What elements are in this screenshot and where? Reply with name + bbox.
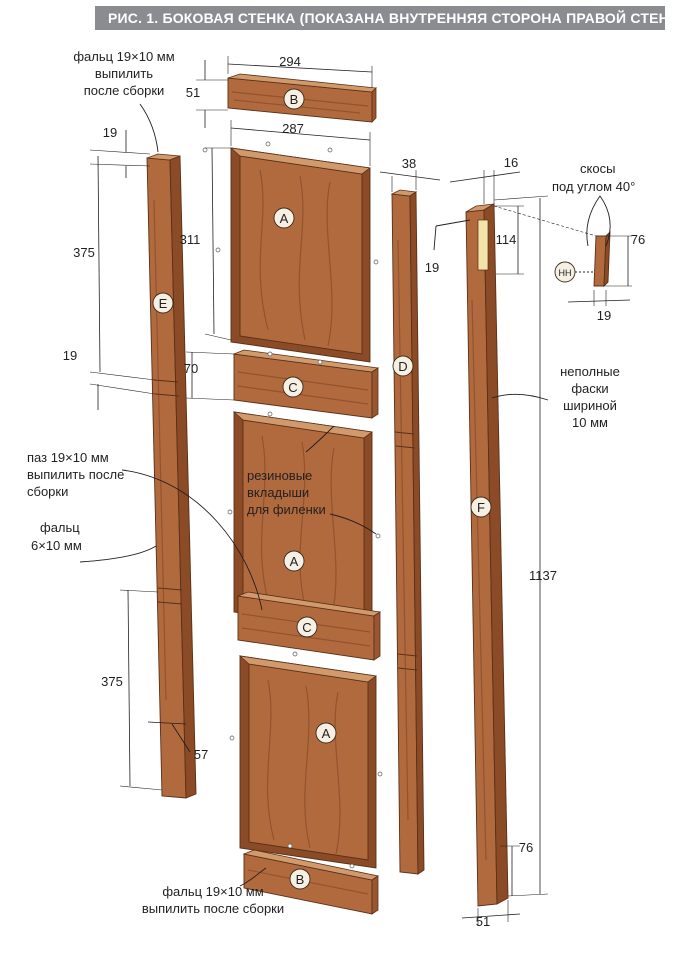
note-chamfer-4: 10 мм <box>572 415 608 430</box>
stile-e <box>146 153 197 799</box>
dim-51-f: 51 <box>476 914 490 929</box>
note-chamfer-3: шириной <box>563 398 617 413</box>
title-bar <box>95 6 665 30</box>
screws <box>202 141 383 869</box>
note-bevels-1: скосы <box>580 161 615 176</box>
dim-76-detail: 76 <box>631 232 645 247</box>
label-hh: HH <box>559 268 572 278</box>
part-letters: B A C A C A B E D F HH <box>159 92 572 887</box>
dimension-values: 294 51 287 311 19 375 19 70 375 57 38 16… <box>63 54 645 929</box>
note-rubber-2: вкладыши <box>247 485 309 500</box>
note-groove-1: паз 19×10 мм <box>27 450 109 465</box>
note-rubber-3: для филенки <box>247 502 326 517</box>
label-e: E <box>159 296 168 311</box>
dim-311: 311 <box>180 232 201 247</box>
note-groove-3: сборки <box>27 484 68 499</box>
dim-16: 16 <box>504 155 518 170</box>
annotations: фальц 19×10 мм выпилить после сборки паз… <box>27 49 635 916</box>
figure-title: РИС. 1. БОКОВАЯ СТЕНКА (ПОКАЗАНА ВНУТРЕН… <box>108 10 673 26</box>
label-b-top: B <box>290 92 299 107</box>
note-groove-2: выпилить после <box>27 467 124 482</box>
dim-375-lower: 375 <box>101 674 123 689</box>
note-rebate-bot-1: фальц 19×10 мм <box>162 884 263 899</box>
detail-hh <box>493 205 611 288</box>
note-rubber-1: резиновые <box>247 468 312 483</box>
dim-19-mid: 19 <box>63 348 77 363</box>
dim-38: 38 <box>402 156 416 171</box>
note-rebate-bot-2: выпилить после сборки <box>142 901 284 916</box>
dim-57: 57 <box>194 747 208 762</box>
dim-19-detail: 19 <box>597 308 611 323</box>
annotation-leaders <box>79 103 611 887</box>
note-chamfer-2: фаски <box>571 381 608 396</box>
note-rebate-top-3: после сборки <box>84 83 165 98</box>
dim-287: 287 <box>282 121 304 136</box>
note-rebate-top-1: фальц 19×10 мм <box>73 49 174 64</box>
note-rebate-top-2: выпилить <box>95 66 153 81</box>
dim-76-foot: 76 <box>519 840 533 855</box>
part-callouts <box>152 88 492 890</box>
label-a-bottom: A <box>322 726 331 741</box>
label-c-lower: C <box>302 620 311 635</box>
panel-a-middle <box>232 411 374 633</box>
dim-375-upper: 375 <box>73 245 95 260</box>
label-f: F <box>477 500 485 515</box>
dim-1137: 1137 <box>529 568 557 583</box>
dim-294: 294 <box>279 54 301 69</box>
label-a-top: A <box>280 211 289 226</box>
leg-f <box>465 203 509 907</box>
note-rebate-mid-1: фальц <box>40 520 80 535</box>
note-chamfer-1: неполные <box>560 364 620 379</box>
stile-d <box>390 189 425 875</box>
label-d: D <box>398 359 407 374</box>
note-rebate-mid-2: 6×10 мм <box>31 538 82 553</box>
panel-a-bottom <box>238 655 378 869</box>
panel-a-top <box>229 147 372 363</box>
dim-114: 114 <box>496 232 517 247</box>
dim-70: 70 <box>184 361 198 376</box>
dimension-lines <box>89 56 632 926</box>
dim-51-b: 51 <box>186 85 200 100</box>
dim-19-top: 19 <box>103 125 117 140</box>
label-a-middle: A <box>290 554 299 569</box>
label-b-bottom: B <box>296 872 305 887</box>
label-c-upper: C <box>288 380 297 395</box>
note-bevels-2: под углом 40° <box>552 179 635 194</box>
dim-19-bevel: 19 <box>425 260 439 275</box>
